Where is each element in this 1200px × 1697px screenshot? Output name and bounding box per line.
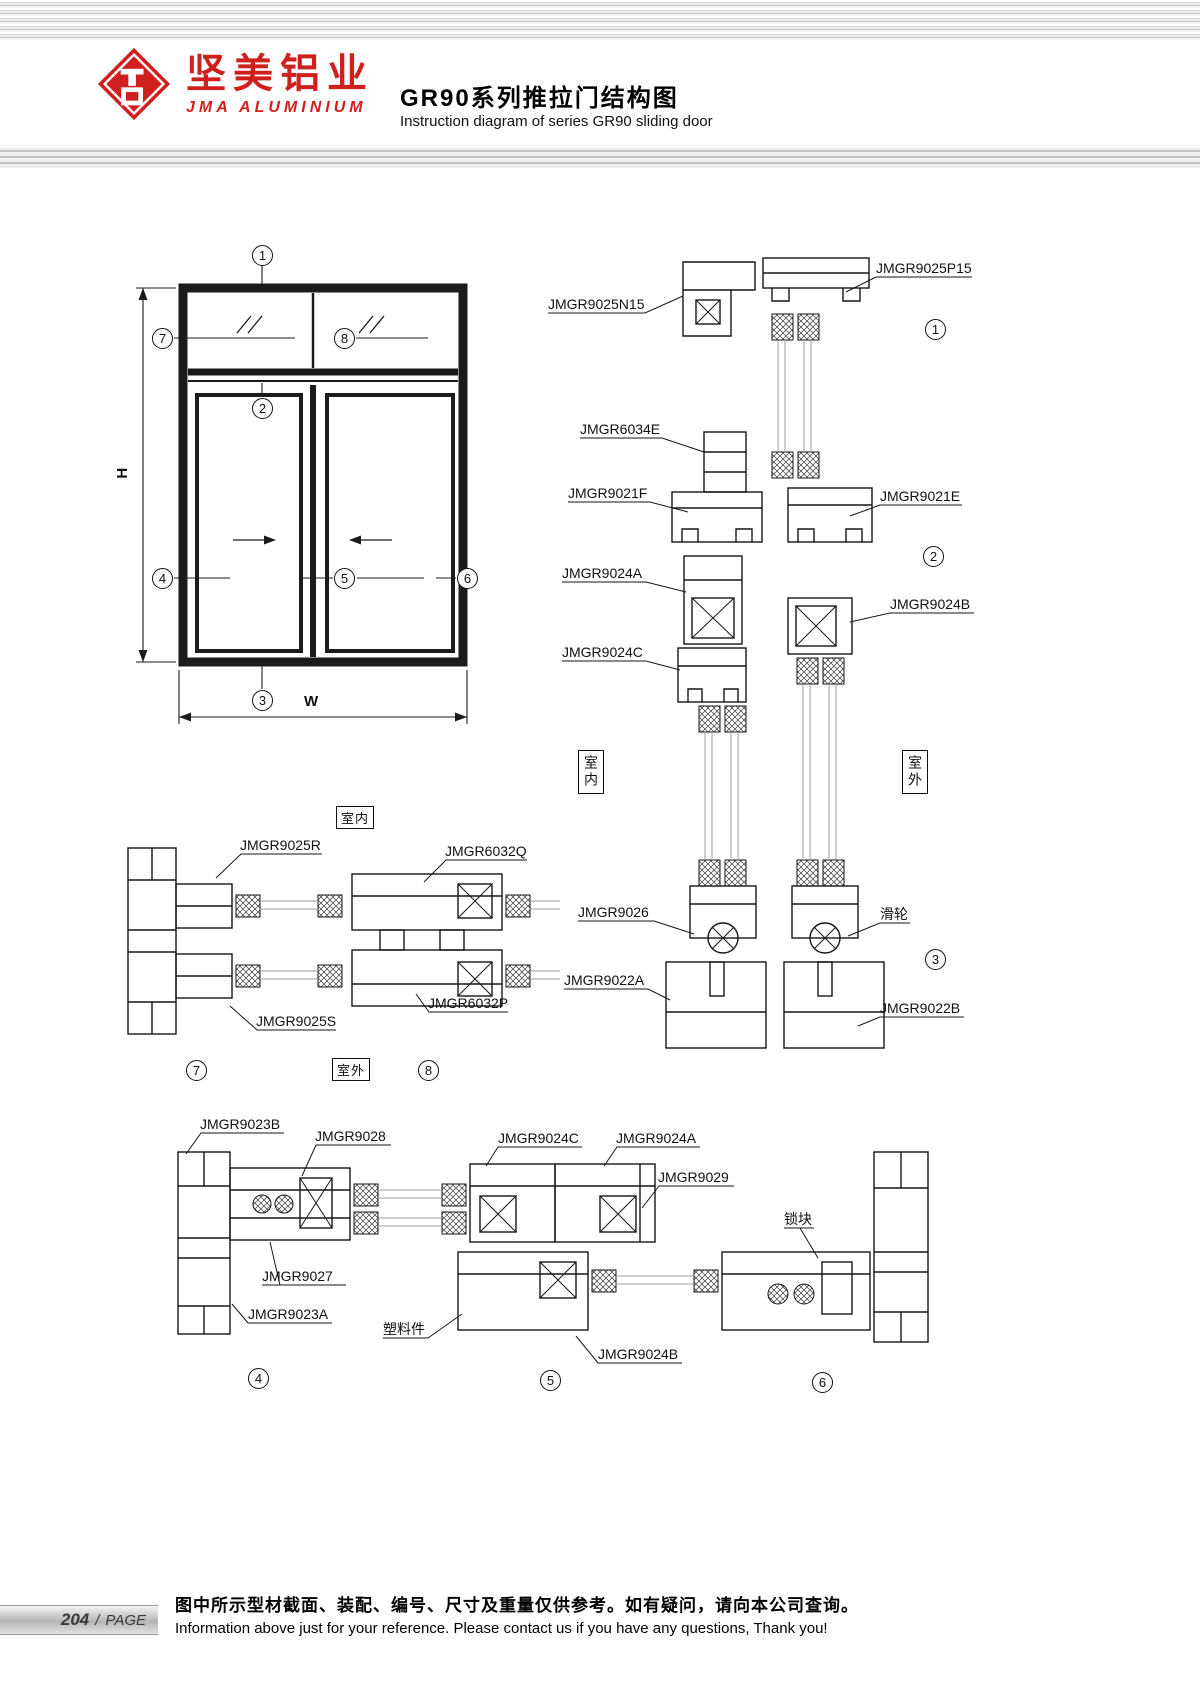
callout-5-bsec: 5 [540, 1370, 561, 1391]
header-stripe-top [0, 0, 1200, 40]
footer-note-cn: 图中所示型材截面、装配、编号、尺寸及重量仅供参考。如有疑问，请向本公司查询。 [175, 1596, 859, 1615]
page-label: PAGE [105, 1611, 146, 1629]
callout-6-elevation: 6 [457, 568, 478, 589]
part-label-jmgr9027: JMGR9027 [262, 1268, 333, 1284]
part-label-jmgr9021f: JMGR9021F [568, 485, 648, 501]
part-label-jmgr9023b: JMGR9023B [200, 1116, 281, 1132]
part-label-jmgr9024c-vsec: JMGR9024C [562, 644, 643, 660]
header-stripe-bottom [0, 148, 1200, 168]
part-label-jmgr9025n15: JMGR9025N15 [548, 296, 645, 312]
footer-note-en: Information above just for your referenc… [175, 1620, 828, 1637]
height-dimension-label: H [114, 467, 132, 479]
elevation-drawing [136, 266, 468, 724]
callout-1-elevation: 1 [252, 245, 273, 266]
callout-3-elevation: 3 [252, 690, 273, 711]
company-logo: 坚美铝业 JMA ALUMINIUM [96, 46, 374, 122]
part-label-jmgr9029: JMGR9029 [658, 1169, 729, 1185]
page-number-band: 204 / PAGE [0, 1605, 158, 1635]
part-label-jmgr6032q: JMGR6032Q [445, 843, 527, 859]
width-dimension-label: W [304, 693, 319, 710]
callout-7-plan: 7 [186, 1060, 207, 1081]
part-label-jmgr9024b-vsec: JMGR9024B [890, 596, 971, 612]
part-label-jmgr9025p15: JMGR9025P15 [876, 260, 972, 276]
lock-block-label: 锁块 [784, 1211, 812, 1227]
page-title: GR90系列推拉门结构图 [400, 85, 679, 112]
callout-4-bsec: 4 [248, 1368, 269, 1389]
callout-5-elevation: 5 [334, 568, 355, 589]
callout-8-plan: 8 [418, 1060, 439, 1081]
part-label-jmgr9021e: JMGR9021E [880, 488, 961, 504]
part-label-jmgr9022b: JMGR9022B [880, 1000, 961, 1016]
part-label-jmgr6034e: JMGR6034E [580, 421, 661, 437]
part-label-jmgr9025s: JMGR9025S [256, 1013, 337, 1029]
jma-logo-icon [97, 47, 171, 121]
page-subtitle: Instruction diagram of series GR90 slidi… [400, 113, 713, 130]
part-label-jmgr9024b-bsec: JMGR9024B [598, 1346, 679, 1362]
vertical-section-drawing [548, 257, 974, 1049]
callout-1-vsec: 1 [925, 319, 946, 340]
brand-name-en: JMA ALUMINIUM [186, 98, 367, 116]
callout-7-elevation: 7 [152, 328, 173, 349]
outdoor-box-plan: 室外 [332, 1058, 371, 1081]
brand-name-cn: 坚美铝业 [186, 51, 374, 96]
plastic-part-label: 塑料件 [383, 1321, 425, 1337]
callout-3-vsec: 3 [925, 949, 946, 970]
callout-8-elevation: 8 [334, 328, 355, 349]
logo-text: 坚美铝业 JMA ALUMINIUM [186, 52, 374, 117]
callout-2-vsec: 2 [923, 546, 944, 567]
outdoor-box-vsec: 室外 [902, 750, 928, 794]
part-label-jmgr9028: JMGR9028 [315, 1128, 386, 1144]
page-number: 204 [60, 1610, 90, 1629]
part-label-jmgr9022a: JMGR9022A [564, 972, 645, 988]
part-label-jmgr9026: JMGR9026 [578, 904, 649, 920]
part-label-jmgr9025r: JMGR9025R [240, 837, 321, 853]
bottom-section-drawing [177, 1132, 929, 1364]
plan-section-drawing [127, 847, 560, 1035]
pulley-label: 滑轮 [880, 906, 908, 922]
indoor-box-vsec: 室内 [578, 750, 604, 794]
part-label-jmgr9024c-bsec: JMGR9024C [498, 1130, 579, 1146]
callout-6-bsec: 6 [812, 1372, 833, 1393]
part-label-jmgr6032p: JMGR6032P [428, 995, 509, 1011]
callout-4-elevation: 4 [152, 568, 173, 589]
callout-2-elevation: 2 [252, 398, 273, 419]
indoor-box-plan: 室内 [336, 806, 375, 829]
part-label-jmgr9024a-bsec: JMGR9024A [616, 1130, 697, 1146]
part-label-jmgr9024a-vsec: JMGR9024A [562, 565, 643, 581]
page-number-separator: / [95, 1611, 100, 1629]
part-label-jmgr9023a: JMGR9023A [248, 1306, 329, 1322]
